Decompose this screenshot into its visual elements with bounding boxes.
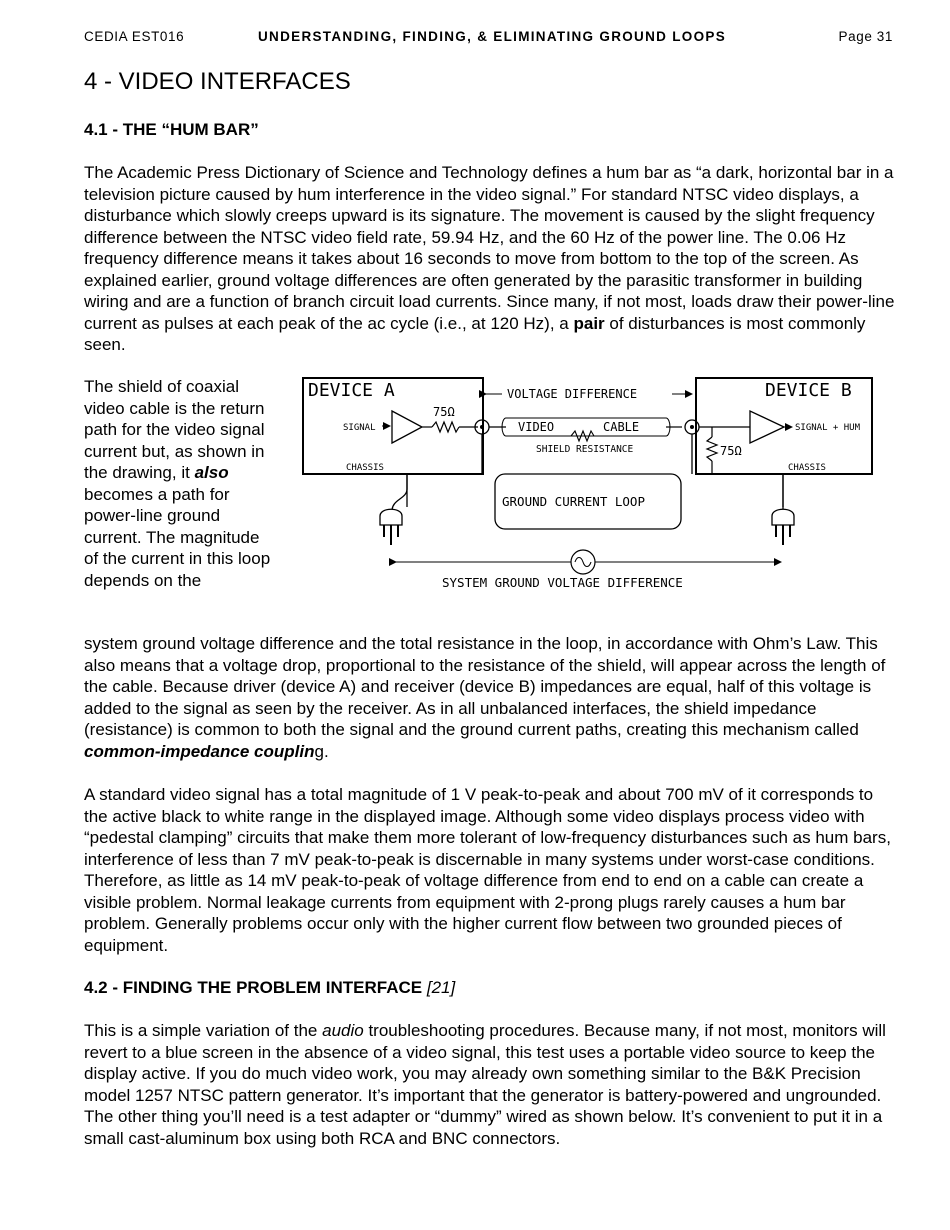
resistor-a-label: 75Ω [433,405,455,419]
text-run: g. [314,741,329,761]
ground-loop-diagram: DEVICE A DEVICE B VOLTAGE DIFFERENCE SIG… [302,377,873,590]
subsection-heading-4-2: 4.2 - FINDING THE PROBLEM INTERFACE [21] [84,977,896,999]
text-run: The Academic Press Dictionary of Science… [84,163,895,333]
power-cord-a [391,474,408,512]
plug-a [379,508,403,526]
device-b-box [695,377,873,475]
connector-b-pin [690,425,694,429]
device-a-label: DEVICE A [308,380,395,401]
cable-video-label: VIDEO [518,420,554,434]
ground-loop-box [494,473,682,530]
device-b-label: DEVICE B [765,380,852,401]
resistor-a [431,420,460,434]
shield-resistor [570,429,595,443]
text-run: troubleshooting procedures. Because many… [84,1021,886,1148]
text-run-italic: audio [322,1021,364,1040]
paragraph-hum-bar-definition: The Academic Press Dictionary of Science… [84,162,896,356]
amplifier-a [391,409,424,445]
text-run-bold-italic: also [194,463,229,482]
paragraph-shield-wrap: The shield of coaxial video cable is the… [84,376,274,591]
text-run-bold: pair [573,313,605,333]
ground-loop-label: GROUND CURRENT LOOP [502,494,645,509]
shield-resistance-label: SHIELD RESISTANCE [536,444,634,455]
paragraph-finding-problem: This is a simple variation of the audio … [84,1020,896,1149]
cable-cable-label: CABLE [603,420,639,434]
signal-in-label: SIGNAL [343,423,376,433]
section-title: 4 - VIDEO INTERFACES [84,68,351,95]
chassis-a-label: CHASSIS [346,463,384,473]
text-run: This is a simple variation of the [84,1021,323,1040]
text-run: of disturbances is most commonly seen. [84,313,866,355]
header-title: UNDERSTANDING, FINDING, & ELIMINATING GR… [258,29,726,44]
signal-out-label: SIGNAL + HUM [795,423,861,433]
paragraph-video-signal-magnitude: A standard video signal has a total magn… [84,785,891,955]
reference-citation: [21] [426,978,456,997]
text-run: The shield of coaxial video cable is the… [84,377,265,482]
system-ground-label: SYSTEM GROUND VOLTAGE DIFFERENCE [442,575,683,590]
sine-wave-icon [574,556,592,568]
header-page-number: Page 31 [838,29,893,44]
heading-text: 4.2 - FINDING THE PROBLEM INTERFACE [84,978,423,997]
connector-a-pin [480,425,484,429]
paragraph-shield-continued: system ground voltage difference and the… [84,633,896,762]
voltage-difference-label: VOLTAGE DIFFERENCE [507,387,637,401]
text-run: system ground voltage difference and the… [84,634,886,739]
subsection-heading-4-1: 4.1 - THE “HUM BAR” [84,120,259,139]
header-doc-id: CEDIA EST016 [84,29,185,44]
plug-b [771,508,795,526]
coax-cable [501,417,671,437]
resistor-b [705,436,719,462]
text-run-bold-italic: common-impedance couplin [84,741,315,761]
amplifier-b [749,409,786,445]
text-run: becomes a path for power-line ground cur… [84,484,271,590]
resistor-b-label: 75Ω [720,444,742,458]
chassis-b-label: CHASSIS [788,463,826,473]
